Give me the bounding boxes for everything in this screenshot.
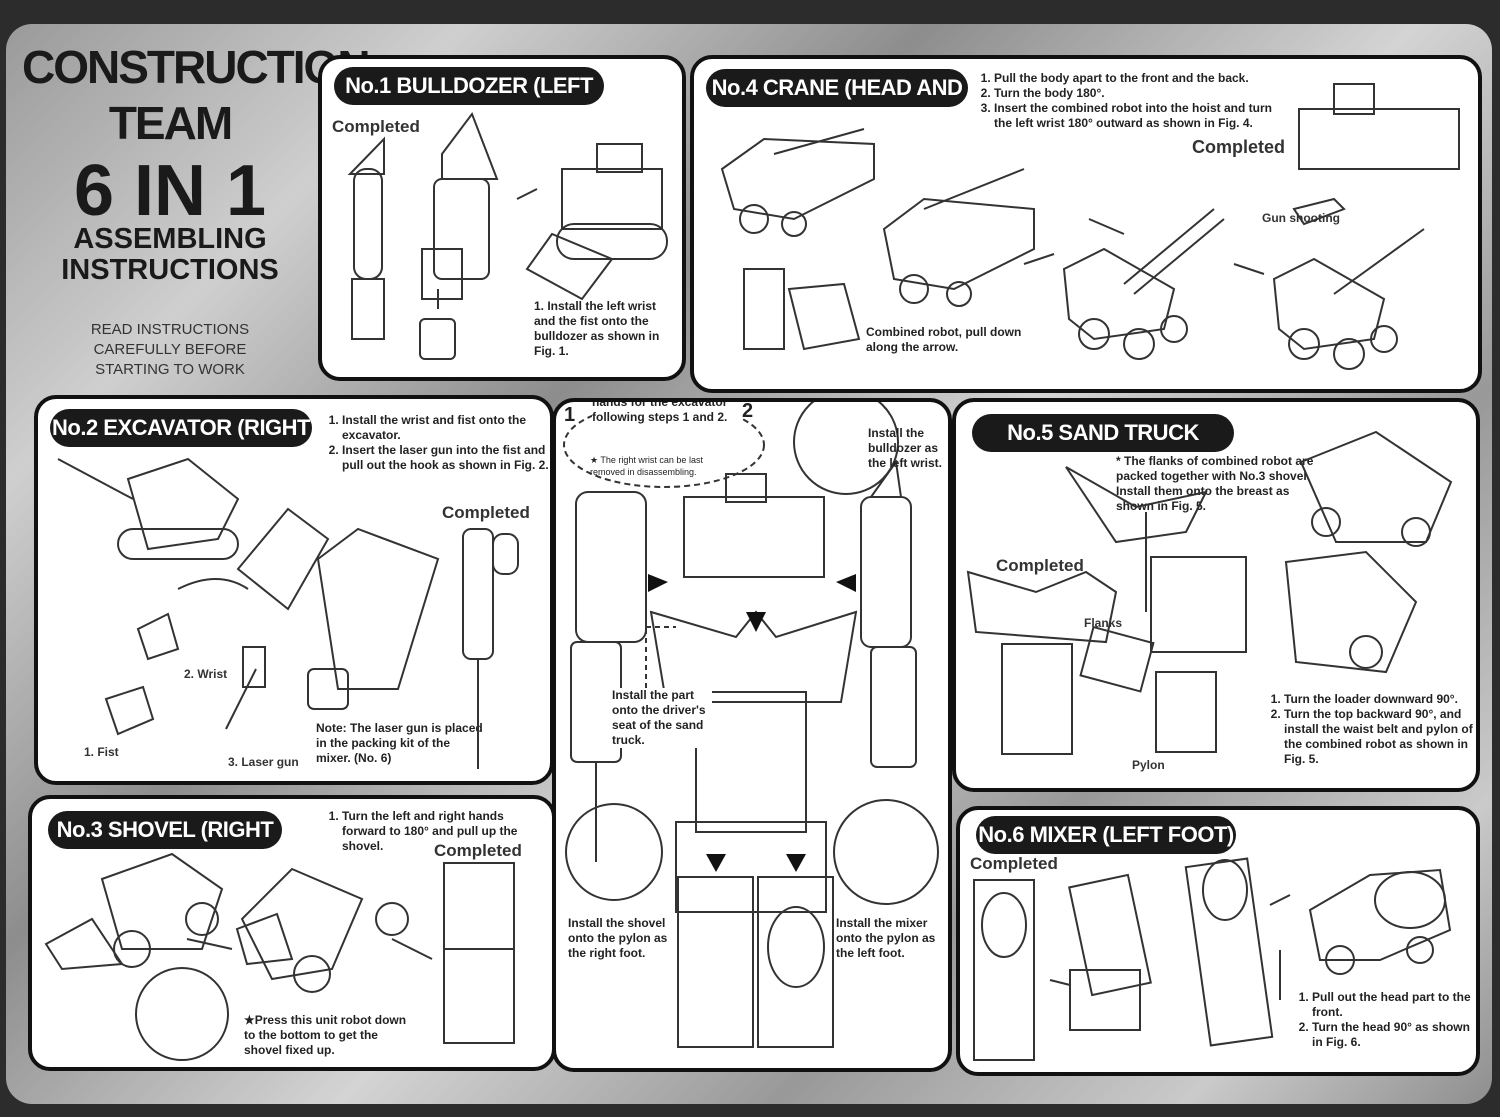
panel-bulldozer: No.1 BULLDOZER (LEFT HAND) Completed 1. … [318,55,686,381]
shovel-step-1: Turn the left and right hands forward to… [342,809,538,854]
sand-truck-step-2: Turn the top backward 90°, and install t… [1284,707,1476,767]
title-instructions: INSTRUCTIONS [61,254,279,286]
read-instructions-notice: READ INSTRUCTIONS CAREFULLY BEFORE START… [22,320,318,380]
panel-center-assembly: Install the left and right hands for the… [552,398,952,1072]
mixer-steps: Pull out the head part to the front. Tur… [1296,990,1476,1050]
completed-label: Completed [434,841,522,860]
mixer-step-1: Pull out the head part to the front. [1312,990,1476,1020]
crane-step-2: Turn the body 180°. [994,86,1274,101]
driver-seat-note: Install the part onto the driver's seat … [612,688,712,748]
excavator-steps: Install the wrist and fist onto the exca… [326,413,550,473]
panel-title: No.4 CRANE (HEAD AND BREAST) [706,69,968,138]
wrist-label: 2. Wrist [184,667,228,681]
panel-shovel: No.3 SHOVEL (RIGHT FOOT) Turn the left a… [28,795,556,1071]
panel-title: No.5 SAND TRUCK [972,414,1234,452]
completed-label: Completed [996,556,1084,575]
shovel-press-note: ★Press this unit robot down to the botto… [244,1013,407,1057]
step-num-2: 2 [742,400,754,422]
completed-label: Completed [970,854,1058,873]
shovel-pylon-note: Install the shovel onto the pylon as the… [568,916,668,960]
mixer-pylon-note: Install the mixer onto the pylon as the … [836,916,936,960]
crane-step-3: Insert the combined robot into the hoist… [994,101,1274,131]
right-wrist-note: ★ The right wrist can be last removed in… [590,455,703,477]
laser-gun-label: 3. Laser gun [228,755,299,769]
excavator-illustration [57,457,519,769]
crane-pull-note: Combined robot, pull down along the arro… [866,325,1022,354]
panel-title: No.1 BULLDOZER (LEFT HAND) [334,67,604,136]
panel-sand-truck: No.5 SAND TRUCK * The flanks of combined… [952,398,1480,792]
panel-title: No.2 EXCAVATOR (RIGHT HAND) [50,409,312,478]
crane-illustration [720,83,1460,370]
completed-label: Completed [332,117,420,136]
mixer-illustration [973,857,1452,1061]
bulldozer-wrist-note: Install the bulldozer as the left wrist. [868,426,943,470]
completed-label: Completed [442,503,530,522]
assembly-illustration [563,402,939,1048]
shovel-illustration [44,852,515,1061]
excavator-step-1: Install the wrist and fist onto the exca… [342,413,550,443]
notice-line-2: CAREFULLY BEFORE [93,341,247,358]
excavator-step-2: Insert the laser gun into the fist and p… [342,443,550,473]
panel-crane: No.4 CRANE (HEAD AND BREAST) Pull the bo… [690,55,1482,393]
fist-label: 1. Fist [84,745,119,759]
panel-title: No.3 SHOVEL (RIGHT FOOT) [48,811,282,880]
panel-mixer: No.6 MIXER (LEFT FOOT) Completed Pull ou… [956,806,1480,1076]
bulldozer-step-1: 1. Install the left wrist and the fist o… [534,299,660,358]
sand-truck-step-1: Turn the loader downward 90°. [1284,692,1476,707]
step-num-1: 1 [564,404,576,426]
notice-line-1: READ INSTRUCTIONS [90,321,250,338]
notice-line-3: STARTING TO WORK [95,361,245,378]
excavator-hands-note: Install the left and right hands for the… [592,402,742,425]
panel-title: No.6 MIXER (LEFT FOOT) [976,816,1236,854]
title-6-in-1: 6 IN 1 [73,151,267,231]
shovel-steps: Turn the left and right hands forward to… [326,809,538,854]
pylon-label: Pylon [1132,758,1165,772]
title-assembling-instructions: ASSEMBLING INSTRUCTIONS [22,224,318,286]
title-team: TEAM [108,97,233,149]
title-assembling: ASSEMBLING [73,223,267,255]
sand-truck-illustration [966,430,1453,755]
laser-gun-note: Note: The laser gun is placed in the pac… [316,721,483,765]
title-construction: CONSTRUCTION [22,41,371,93]
mixer-step-2: Turn the head 90° as shown in Fig. 6. [1312,1020,1476,1050]
sand-truck-star-note: * The flanks of combined robot are packe… [1116,454,1314,513]
sand-truck-steps: Turn the loader downward 90°. Turn the t… [1268,692,1476,767]
bulldozer-illustration [347,111,668,360]
panel-excavator: No.2 EXCAVATOR (RIGHT HAND) Install the … [34,395,554,785]
completed-label: Completed [1192,137,1286,157]
crane-step-1: Pull the body apart to the front and the… [994,71,1274,86]
crane-steps: Pull the body apart to the front and the… [978,71,1274,131]
